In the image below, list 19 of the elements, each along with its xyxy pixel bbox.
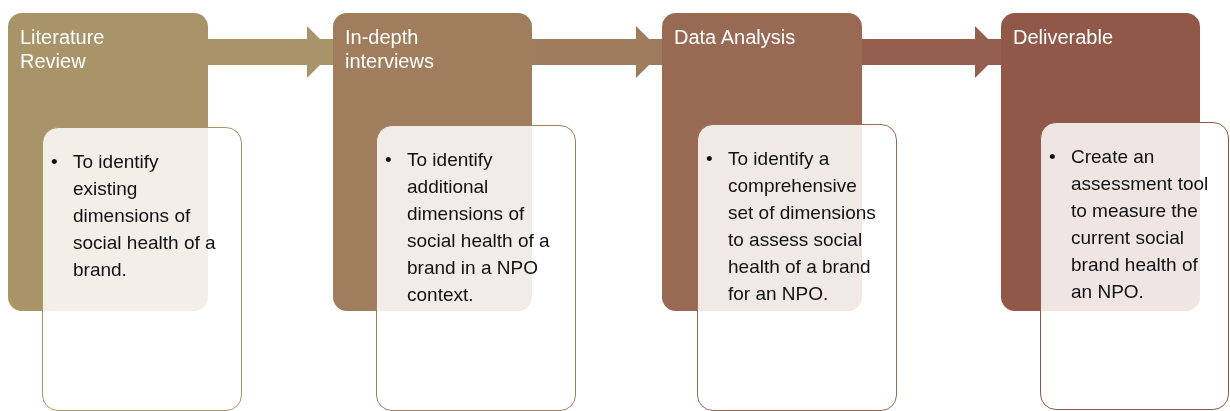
bullet-marker: •: [706, 147, 714, 171]
description-card: [42, 127, 242, 411]
block-arrow: [532, 26, 662, 78]
bullet-text: To identify additional dimensions of social health of a brand in a NPO context.: [407, 148, 551, 307]
block-arrow: [862, 26, 1001, 78]
step-title: In-depth interviews: [345, 25, 435, 73]
bullet-text: To identify a comprehensive set of dimensions to assess social health of a brand for an NPO.: [728, 147, 877, 306]
step-title: Deliverable: [1013, 25, 1115, 49]
bullet-marker: •: [51, 150, 59, 174]
bullet-text: To identify existing dimensions of social health of a brand.: [73, 150, 217, 282]
description-card: [697, 124, 897, 411]
bullet-marker: •: [385, 148, 393, 172]
description-card: [1040, 122, 1229, 410]
bullet-marker: •: [1049, 145, 1057, 169]
bullet-text: Create an assessment tool to measure the current social brand health of an NPO.: [1071, 145, 1210, 304]
step-title: Literature Review: [20, 25, 106, 73]
step-title: Data Analysis: [674, 25, 797, 49]
block-arrow: [208, 26, 333, 78]
description-card: [376, 125, 576, 411]
